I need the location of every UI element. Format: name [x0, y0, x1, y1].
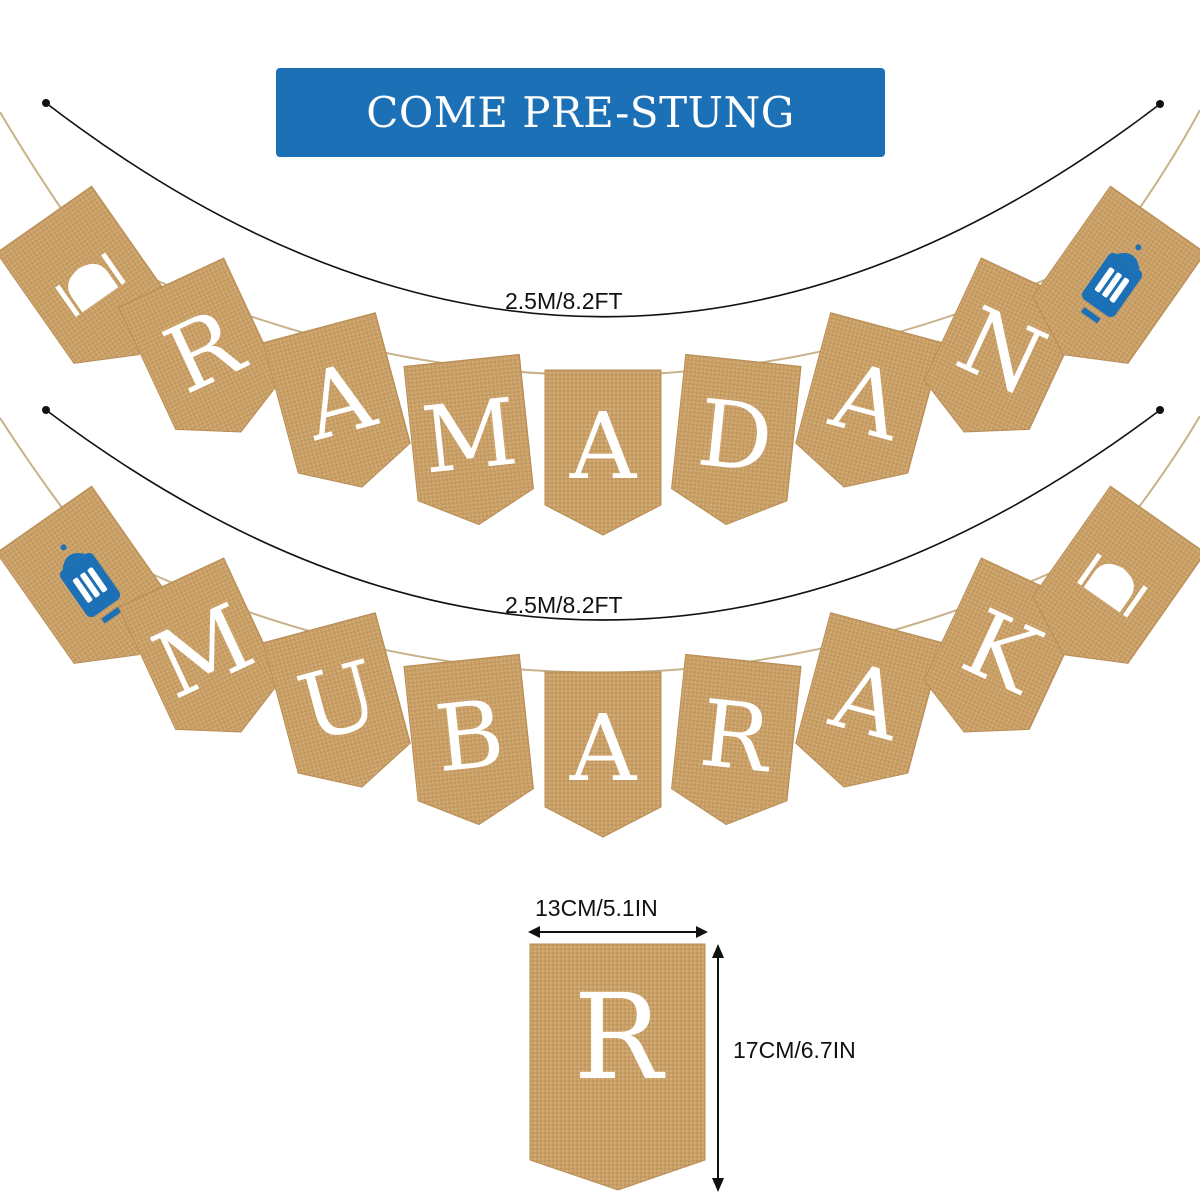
pennant-shape — [262, 612, 411, 788]
pennant: K — [923, 557, 1088, 733]
pennant-shape — [795, 312, 944, 488]
arc-end-dot — [1156, 406, 1164, 414]
pennant: U — [262, 612, 411, 788]
arc-end-dot — [1156, 100, 1164, 108]
pennant-detail: R — [528, 926, 724, 1192]
height-arrow-head — [712, 1178, 724, 1192]
pennant: B — [403, 653, 534, 826]
pennant-shape — [403, 353, 534, 526]
arc-end-dot — [42, 99, 50, 107]
header-label: COME PRE-STUNG — [366, 88, 795, 137]
pennant-shape — [671, 353, 802, 526]
lantern-icon — [1080, 244, 1143, 324]
pennant-width-label: 13CM/5.1IN — [535, 895, 658, 921]
lantern-icon — [59, 544, 122, 624]
pennant: A — [262, 312, 411, 488]
crescent-mosque-icon — [55, 248, 126, 318]
pennant-shape — [544, 369, 662, 536]
pennant-letter: A — [569, 695, 638, 802]
length-arc-top — [45, 102, 1161, 318]
pennant-shape — [403, 653, 534, 826]
pennant-shape — [117, 557, 282, 733]
length-label-top: 2.5M/8.2FT — [505, 288, 623, 314]
pennant-letter: R — [695, 680, 778, 794]
pennant-height-label: 17CM/6.7IN — [733, 1037, 856, 1063]
crescent-mosque-icon — [1077, 552, 1148, 622]
pennant-shape — [262, 312, 411, 488]
length-label-bottom: 2.5M/8.2FT — [505, 592, 623, 618]
width-arrow-head — [696, 926, 708, 938]
pennant-detail-letter: R — [574, 968, 666, 1106]
pennant-shape — [671, 653, 802, 826]
pennant-shape — [544, 671, 662, 838]
height-arrow-head — [712, 944, 724, 958]
pennant-letter: D — [693, 379, 778, 493]
pennant: A — [795, 312, 944, 488]
pennant: A — [544, 671, 662, 838]
length-arc-bottom — [45, 409, 1161, 621]
header-banner: COME PRE-STUNG — [276, 68, 885, 157]
pennant: D — [671, 353, 802, 526]
pennant-detail-shape — [529, 943, 706, 1191]
pennant-letter: A — [569, 393, 638, 500]
pennant-letter: B — [430, 680, 508, 793]
pennant-letter: M — [417, 378, 522, 494]
width-arrow-head — [528, 926, 540, 938]
pennant — [1032, 485, 1200, 664]
pennant-shape — [117, 257, 282, 433]
pennant: M — [403, 353, 534, 526]
pennant — [1032, 185, 1200, 364]
arc-end-dot — [42, 406, 50, 414]
pennant-shape — [795, 612, 944, 788]
pennant: A — [795, 612, 944, 788]
pennant: A — [544, 369, 662, 536]
pennant: R — [117, 257, 282, 433]
pennant: R — [671, 653, 802, 826]
